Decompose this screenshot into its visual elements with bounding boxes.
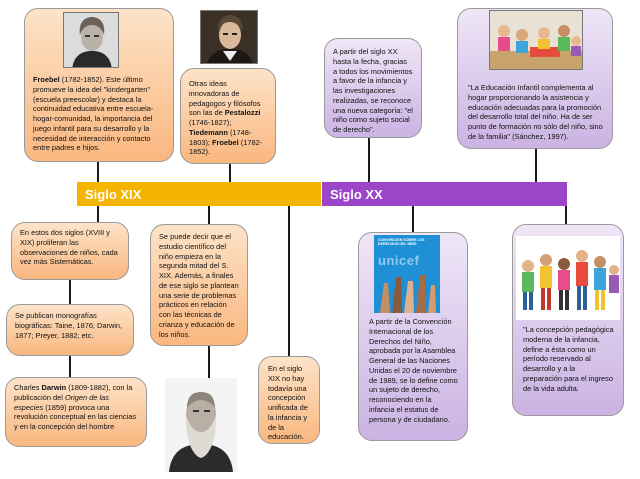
- connector-concepcion-unificada: [288, 206, 290, 356]
- darwin-portrait: [165, 378, 237, 472]
- poster-title: CONVENCIÓN SOBRE LOS DERECHOS DEL NIÑO: [378, 238, 425, 247]
- concepcion-unificada-box: En el siglo XIX no hay todavía una conce…: [258, 356, 320, 444]
- connector-xix-down-left: [97, 206, 99, 222]
- pedagogos-box: Otras ideas innovadoras de pedagogos y f…: [180, 68, 276, 164]
- connector-concepcion-moderna: [565, 206, 567, 224]
- tiedemann-name: Tiedemann: [189, 127, 228, 137]
- darwin-book-title: Origen de las especies: [14, 392, 109, 412]
- pestalozzi-name: Pestalozzi: [224, 108, 261, 118]
- connector-siglo-xx-intro: [368, 138, 370, 182]
- connector-darwin-photo: [208, 346, 210, 378]
- connector-convencion: [412, 206, 414, 232]
- connector-estudio: [208, 206, 210, 224]
- children-photo: [516, 236, 620, 320]
- poster-logo: unicef: [378, 253, 420, 268]
- siglo-xix-label: Siglo XIX: [85, 186, 142, 202]
- darwin-name: Darwin: [41, 383, 67, 392]
- pestalozzi-portrait: [200, 10, 258, 64]
- timeline-bar-siglo-xix: Siglo XIX: [77, 182, 321, 206]
- froebel-name: Froebel: [33, 75, 60, 84]
- froebel-name-2: Froebel: [212, 137, 239, 147]
- froebel-text: (1782-1852). Este último promueve la ide…: [33, 75, 154, 153]
- froebel-portrait: [63, 12, 119, 68]
- convencion-poster: CONVENCIÓN SOBRE LOS DERECHOS DEL NIÑO u…: [374, 235, 440, 313]
- xviii-xix-box: En estos dos siglos (XVIII y XIX) prolif…: [11, 222, 129, 280]
- estudio-cientifico-box: Se puede decir que el estudio científico…: [150, 224, 248, 346]
- timeline-bar-siglo-xx: Siglo XX: [322, 182, 567, 206]
- connector-left-column-1: [69, 280, 71, 304]
- siglo-xx-intro-box: A partir del siglo XX hasta la fecha, gr…: [324, 38, 422, 138]
- classroom-photo: [489, 10, 583, 70]
- siglo-xx-label: Siglo XX: [330, 186, 383, 202]
- connector-pedagogos: [229, 164, 231, 182]
- darwin-box: Charles Darwin (1809-1882), con la publi…: [5, 377, 147, 447]
- connector-left-column-2: [69, 356, 71, 377]
- connector-educacion-infantil: [535, 149, 537, 182]
- monografias-box: Se publican monografías biográficas: Tai…: [6, 304, 134, 356]
- connector-froebel: [97, 162, 99, 182]
